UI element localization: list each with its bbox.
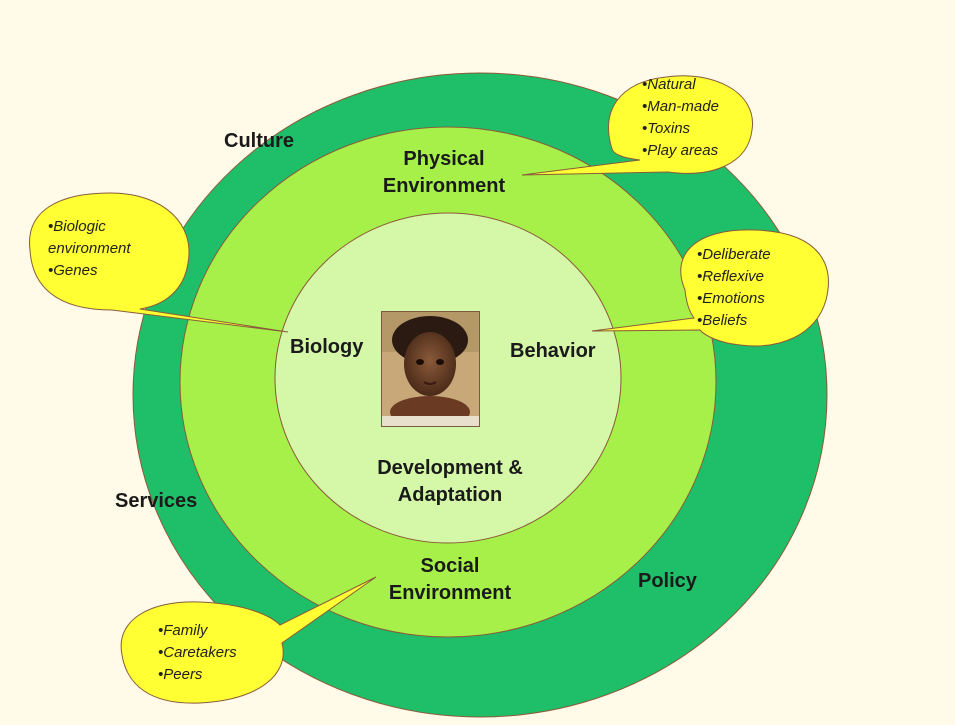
culture-label: Culture	[224, 130, 294, 152]
social-label-line1: Social	[420, 555, 480, 577]
physical-label-line1: Physical	[403, 148, 485, 170]
physical-callout-bubble	[521, 75, 753, 176]
physical-callout-text: •Natural •Man-made •Toxins •Play areas	[642, 74, 719, 162]
callout-item: •Genes	[48, 262, 98, 279]
behavior-callout-bubble	[591, 229, 829, 347]
social-label-line2: Environment	[388, 582, 512, 604]
behavior-label: Behavior	[510, 340, 596, 362]
child-portrait-image	[381, 311, 480, 427]
biology-callout-text: •Biologic environment •Genes	[48, 216, 131, 282]
callout-item: •Reflexive	[697, 268, 764, 285]
physical-label-line2: Environment	[382, 175, 506, 197]
callout-item: •Emotions	[697, 290, 765, 307]
behavior-callout-text: •Deliberate •Reflexive •Emotions •Belief…	[697, 244, 771, 332]
development-label-line2: Adaptation	[397, 484, 503, 506]
social-callout-bubble	[120, 576, 377, 704]
callout-item: •Family	[158, 622, 208, 639]
development-label-line1: Development &	[377, 457, 523, 479]
social-callout-text: •Family •Caretakers •Peers	[158, 620, 237, 686]
physical-environment-label: Physical Environment	[374, 146, 514, 200]
social-environment-label: Social Environment	[380, 553, 520, 607]
policy-label: Policy	[638, 570, 697, 592]
callout-item: •Toxins	[642, 120, 691, 137]
callout-item: •Play areas	[642, 142, 719, 159]
biology-label: Biology	[290, 336, 364, 358]
callout-item: •Natural	[642, 76, 696, 93]
callout-item: •Caretakers	[158, 644, 237, 661]
callout-item: •Deliberate	[697, 246, 771, 263]
biology-callout-bubble	[29, 192, 289, 333]
development-adaptation-label: Development & Adaptation	[360, 455, 540, 509]
callout-item: •Biologic	[48, 218, 106, 235]
callout-item: •Beliefs	[697, 312, 748, 329]
callout-item: •Man-made	[642, 98, 719, 115]
callout-item: •Peers	[158, 666, 203, 683]
services-label: Services	[115, 490, 198, 512]
callout-item: environment	[48, 240, 131, 257]
